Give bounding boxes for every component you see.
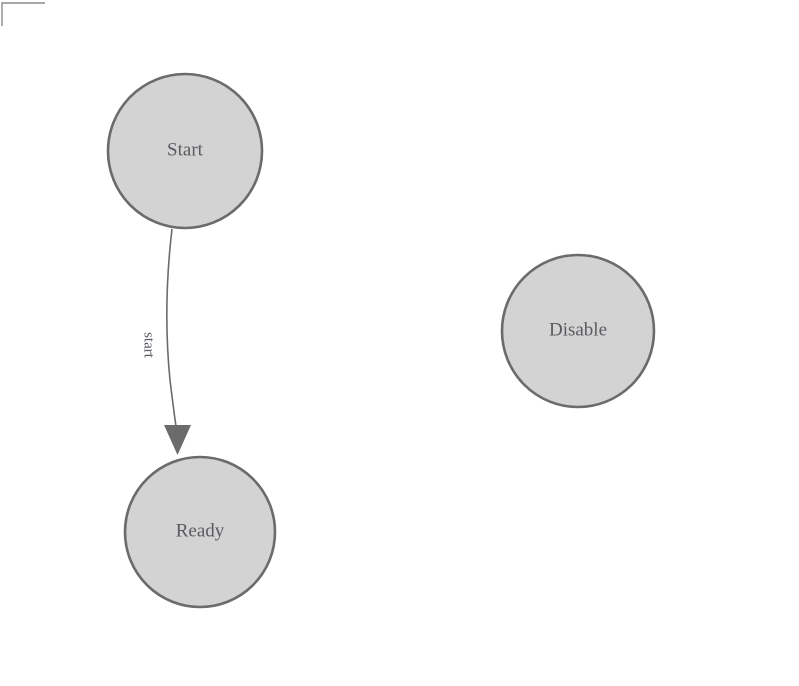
edge-path-start-to-ready	[166, 228, 178, 434]
corner-mark	[1, 2, 45, 26]
node-disable-label: Disable	[549, 319, 607, 340]
node-ready-circle	[123, 455, 277, 609]
node-disable-circle	[500, 253, 656, 409]
node-disable[interactable]: Disable	[500, 253, 656, 409]
edge-start-to-ready[interactable]: start	[141, 228, 191, 455]
node-start[interactable]: Start	[106, 72, 264, 230]
node-start-circle	[106, 72, 264, 230]
edge-arrowhead-start-to-ready	[164, 425, 191, 455]
node-ready[interactable]: Ready	[123, 455, 277, 609]
node-start-label: Start	[167, 139, 204, 160]
node-ready-label: Ready	[176, 520, 225, 541]
edge-label-start: start	[141, 332, 157, 359]
